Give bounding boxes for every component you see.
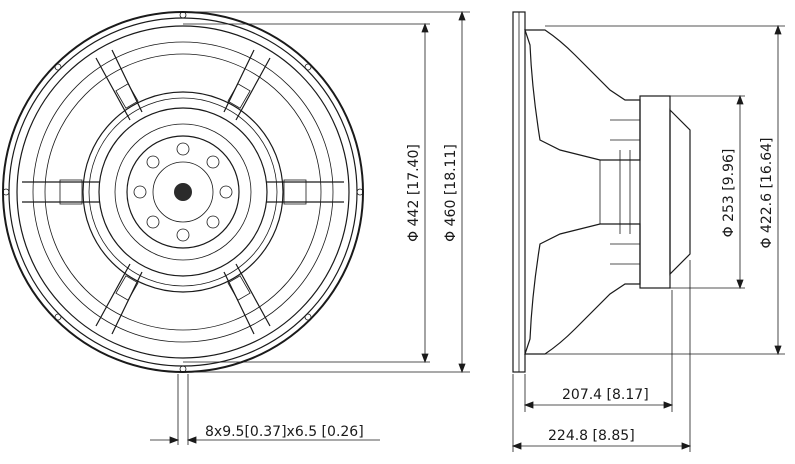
magnet-bolts bbox=[133, 142, 233, 242]
side-rear-cap bbox=[669, 108, 691, 276]
svg-text:Φ 422.6 [16.64]: Φ 422.6 [16.64] bbox=[759, 137, 775, 248]
dim-holes-label: 8x9.5[0.37]x6.5 [0.26] bbox=[205, 424, 364, 440]
dim-224-label: 224.8 [8.85] bbox=[548, 428, 635, 444]
front-dimensions bbox=[150, 10, 470, 445]
dim-460-label: Φ 460 [18.11] bbox=[443, 144, 459, 242]
mounting-holes bbox=[2, 11, 364, 373]
side-basket-lower bbox=[524, 223, 641, 355]
pole-plate bbox=[126, 135, 240, 249]
side-magnet-plate bbox=[639, 95, 671, 289]
side-basket-upper bbox=[524, 29, 641, 161]
dim-422-label: Φ 422.6 [16.64] bbox=[759, 137, 775, 248]
side-dimensions bbox=[511, 24, 785, 452]
front-view bbox=[2, 11, 364, 373]
svg-text:Φ 442 [17.40]: Φ 442 [17.40] bbox=[406, 144, 422, 242]
dim-207-label: 207.4 [8.17] bbox=[562, 387, 649, 403]
svg-text:Φ 460 [18.11]: Φ 460 [18.11] bbox=[443, 144, 459, 242]
dim-442-label: Φ 442 [17.40] bbox=[406, 144, 422, 242]
side-view bbox=[512, 11, 691, 373]
surround-ring bbox=[32, 41, 334, 343]
basket-inner-ring bbox=[82, 91, 284, 293]
pole-vent-hole bbox=[174, 183, 192, 201]
dim-253-label: Φ 253 [9.96] bbox=[721, 149, 737, 238]
basket-ring bbox=[16, 25, 350, 359]
cone-ring bbox=[44, 53, 322, 331]
side-cooling-fins bbox=[599, 119, 640, 265]
spoke-tabs bbox=[59, 83, 307, 301]
magnet-outer-ring bbox=[98, 107, 268, 277]
svg-text:Φ 253 [9.96]: Φ 253 [9.96] bbox=[721, 149, 737, 238]
